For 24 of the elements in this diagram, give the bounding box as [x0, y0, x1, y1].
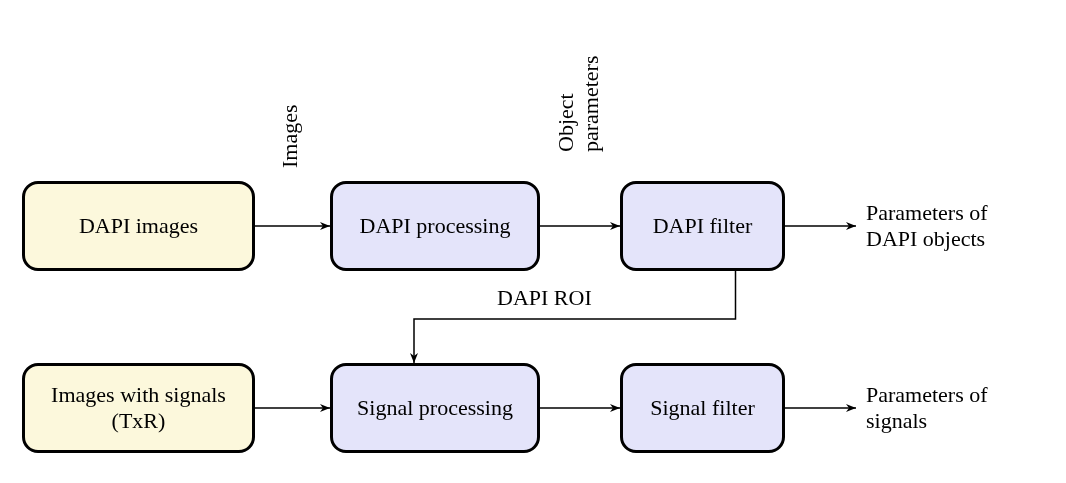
arrow — [784, 404, 857, 412]
process-box — [620, 363, 785, 453]
box-label: DAPI filter — [652, 212, 753, 240]
edge-label: DAPI ROI — [497, 285, 592, 311]
arrow — [254, 222, 331, 230]
box-label: DAPI images — [78, 212, 199, 240]
arrow — [784, 222, 857, 230]
box-label: Images with signals (TxR) — [50, 381, 227, 435]
process-box — [330, 181, 540, 271]
edge-label: Images — [277, 103, 303, 168]
output-label: Parameters of DAPI objects — [866, 166, 1016, 286]
arrow — [539, 404, 621, 412]
input-box — [22, 363, 255, 453]
input-box — [22, 181, 255, 271]
arrow — [254, 404, 331, 412]
box-label: Signal filter — [650, 394, 755, 422]
box-label: DAPI processing — [359, 212, 511, 240]
output-label: Parameters of signals — [866, 363, 1016, 453]
arrow — [410, 270, 737, 364]
arrow — [539, 222, 621, 230]
process-box — [620, 181, 785, 271]
process-box — [330, 363, 540, 453]
edge-label: Object parameters — [553, 54, 604, 152]
box-label: Signal processing — [357, 394, 513, 422]
